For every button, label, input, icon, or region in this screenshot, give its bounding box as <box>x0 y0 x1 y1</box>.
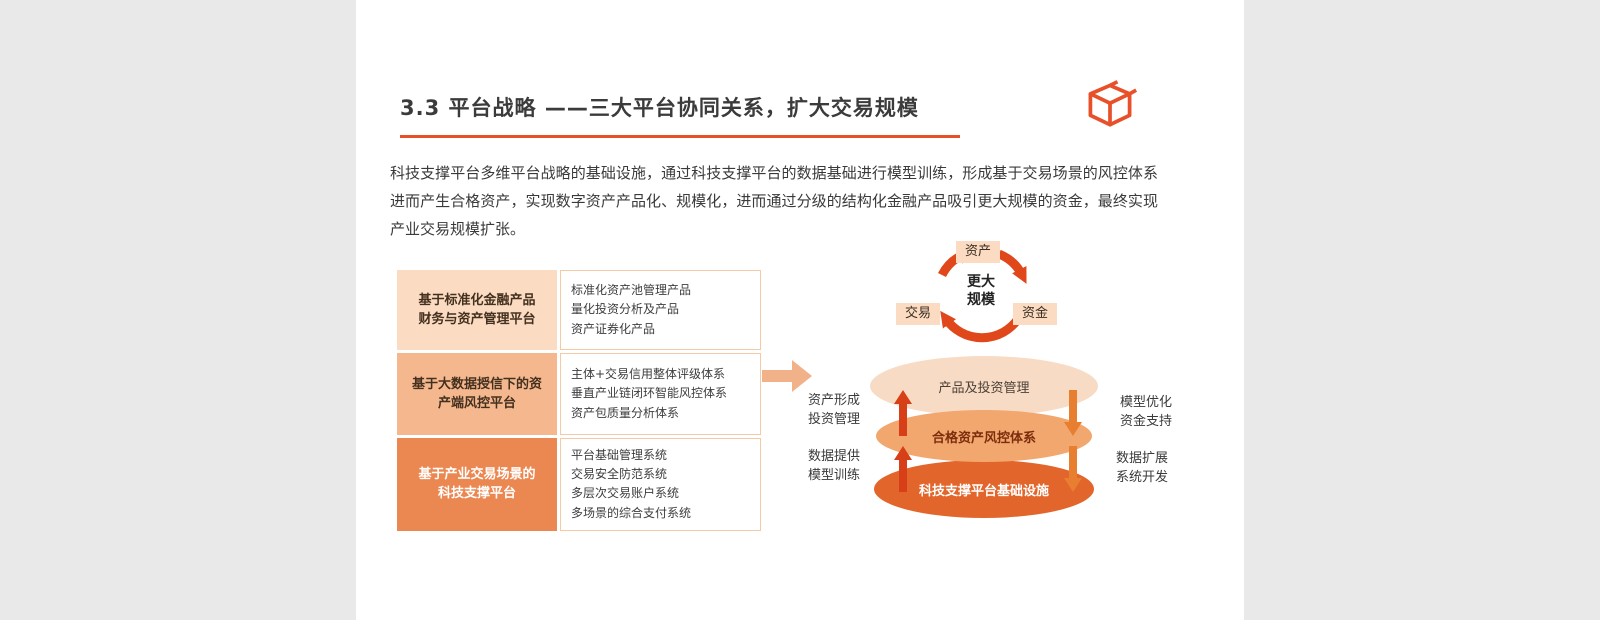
item-line: 资产包质量分析体系 <box>571 405 680 420</box>
item-line: 交易安全防范系统 <box>571 467 668 482</box>
row-items: 标准化资产池管理产品 量化投资分析及产品 资产证券化产品 <box>560 270 761 350</box>
platform-table: 基于标准化金融产品 财务与资产管理平台 标准化资产池管理产品 量化投资分析及产品… <box>397 270 761 531</box>
down-arrow-icon <box>1064 446 1082 492</box>
label-asset-formation: 资产形成 投资管理 <box>808 393 861 427</box>
row-items: 平台基础管理系统 交易安全防范系统 多层次交易账户系统 多场景的综合支付系统 <box>560 438 761 531</box>
page-title: 3.3 平台战略 ——三大平台协同关系，扩大交易规模 <box>400 96 919 120</box>
label-model-optimization: 模型优化 资金支持 <box>1120 395 1173 429</box>
stack-layer-tech-infrastructure: 科技支撑平台基础设施 <box>874 460 1094 518</box>
item-line: 资产证券化产品 <box>571 321 656 336</box>
cycle-node-asset: 资产 <box>956 241 1001 263</box>
table-row-risk-control: 基于大数据授信下的资 产端风控平台 主体+交易信用整体评级体系 垂直产业链闭环智… <box>397 353 761 435</box>
label-data-expansion: 数据扩展 系统开发 <box>1116 451 1169 485</box>
down-arrow-icon <box>1064 390 1082 436</box>
table-row-tech-platform: 基于产业交易场景的 科技支撑平台 平台基础管理系统 交易安全防范系统 多层次交易… <box>397 438 761 531</box>
cycle-center-label: 更大 规模 <box>967 274 995 309</box>
title-block: 3.3 平台战略 ——三大平台协同关系，扩大交易规模 <box>400 92 960 138</box>
up-arrow-icon <box>894 446 912 492</box>
row-items: 主体+交易信用整体评级体系 垂直产业链闭环智能风控体系 资产包质量分析体系 <box>560 353 761 435</box>
item-line: 平台基础管理系统 <box>571 448 668 462</box>
item-line: 量化投资分析及产品 <box>571 302 680 317</box>
stack-layer-qualified-asset-risk: 合格资产风控体系 <box>876 410 1092 462</box>
slide: 3.3 平台战略 ——三大平台协同关系，扩大交易规模 科技支撑平台多维平台战略的… <box>356 0 1244 620</box>
flow-arrow-icon <box>762 360 812 392</box>
row-header: 基于标准化金融产品 财务与资产管理平台 <box>397 270 557 350</box>
cycle-node-trade: 交易 <box>896 303 941 325</box>
row-header: 基于产业交易场景的 科技支撑平台 <box>397 438 557 531</box>
item-line: 标准化资产池管理产品 <box>571 283 692 298</box>
up-arrow-icon <box>894 390 912 436</box>
row-header: 基于大数据授信下的资 产端风控平台 <box>397 353 557 435</box>
item-line: 垂直产业链闭环智能风控体系 <box>571 386 728 401</box>
item-line: 多场景的综合支付系统 <box>571 505 692 520</box>
stack-layer-product-investment: 产品及投资管理 <box>870 356 1098 416</box>
item-line: 多层次交易账户系统 <box>571 486 680 501</box>
cycle-node-capital: 资金 <box>1013 303 1058 325</box>
intro-paragraph: 科技支撑平台多维平台战略的基础设施，通过科技支撑平台的数据基础进行模型训练，形成… <box>390 164 1158 238</box>
item-line: 主体+交易信用整体评级体系 <box>571 367 726 382</box>
table-row-asset-management: 基于标准化金融产品 财务与资产管理平台 标准化资产池管理产品 量化投资分析及产品… <box>397 270 761 350</box>
label-data-supply: 数据提供 模型训练 <box>808 449 861 483</box>
company-logo-icon <box>1082 78 1138 134</box>
